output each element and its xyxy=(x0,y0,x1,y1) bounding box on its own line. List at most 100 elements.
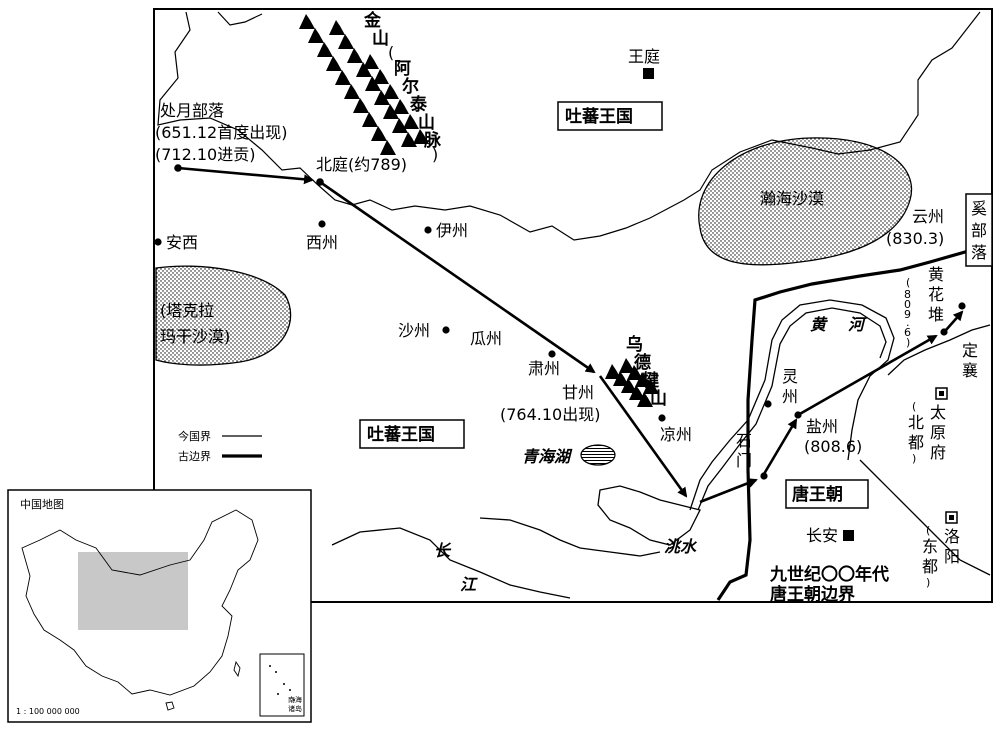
svg-text:0: 0 xyxy=(904,298,911,311)
feature-qinghai: 青海湖 xyxy=(522,447,573,466)
place-luoyang-note: ( 东 都 ) xyxy=(922,524,938,589)
svg-text:阿: 阿 xyxy=(394,59,411,79)
route-segment-3 xyxy=(598,375,688,498)
mountain-peak xyxy=(363,54,379,69)
svg-text:阳: 阳 xyxy=(944,547,960,566)
place-xi-tribe: 奚 部 落 xyxy=(971,199,987,262)
inset-china-outline xyxy=(21,509,259,696)
route-segment-7 xyxy=(945,310,964,331)
svg-text:8: 8 xyxy=(904,288,911,301)
place-shimen: 石 门 xyxy=(736,431,752,470)
mountain-peak xyxy=(371,126,387,141)
kingdom-tubo-south: 吐蕃王国 xyxy=(367,425,435,445)
feature-taklamakan-2: 玛干沙漠) xyxy=(160,327,230,346)
inset-hainan xyxy=(165,701,175,711)
mountain-peak xyxy=(403,114,419,129)
taklamakan-desert xyxy=(155,265,292,366)
svg-text:(: ( xyxy=(906,276,910,289)
place-taiyuan: 太 原 府 xyxy=(930,403,946,462)
frontier-note-1: 九世纪〇〇年代 xyxy=(769,564,889,585)
feature-jinshan: 金 山 xyxy=(363,10,389,49)
svg-text:堆: 堆 xyxy=(928,305,944,324)
place-chuyue: 处月部落 xyxy=(160,101,224,120)
tang-frontier xyxy=(716,242,991,601)
mountain-peak xyxy=(393,99,409,114)
place-yanzhou-date: (808.6) xyxy=(804,437,862,456)
yellow-river-bank xyxy=(697,307,887,511)
svg-text:都: 都 xyxy=(922,557,938,576)
place-liangzhou: 凉州 xyxy=(660,425,692,444)
mountain-peak xyxy=(308,28,324,43)
place-chuyue-tribute: (712.10进贡) xyxy=(155,145,255,164)
place-beiting: 北庭(约789) xyxy=(316,155,407,174)
svg-text:奚: 奚 xyxy=(971,199,987,218)
svg-text:定: 定 xyxy=(962,341,978,360)
modern-border-west xyxy=(217,11,263,26)
svg-text:北: 北 xyxy=(908,413,924,432)
hanhai-desert xyxy=(698,137,913,266)
mountain-peak xyxy=(299,14,315,29)
capital-markers xyxy=(643,68,958,541)
route-segment-1 xyxy=(177,166,314,185)
svg-text:尔: 尔 xyxy=(402,76,419,97)
place-guazhou: 瓜州 xyxy=(470,329,502,348)
svg-text:乌: 乌 xyxy=(626,334,643,355)
mountain-peak xyxy=(621,378,637,393)
legend-modern: 今国界 xyxy=(178,429,211,443)
place-ganzhou: 甘州 xyxy=(562,383,594,402)
place-suzhou: 肃州 xyxy=(528,359,560,378)
mountain-peak xyxy=(605,364,621,379)
svg-text:山: 山 xyxy=(418,113,435,133)
place-yunzhou: 云州 xyxy=(912,207,944,226)
tang-box xyxy=(785,479,869,509)
svg-text:9: 9 xyxy=(904,308,911,321)
mountain-peak xyxy=(392,118,408,133)
svg-text:山: 山 xyxy=(650,389,667,409)
svg-text:洛: 洛 xyxy=(944,527,960,546)
inset-islands xyxy=(269,665,295,701)
inset-taiwan xyxy=(233,660,241,678)
svg-text:太: 太 xyxy=(930,403,946,422)
city-markers xyxy=(154,164,966,480)
frontier-note-2: 唐王朝边界 xyxy=(770,584,855,605)
altai-mountains xyxy=(299,14,429,155)
mountain-peak xyxy=(637,392,653,407)
feature-yangtze: 长 江 xyxy=(434,541,478,594)
place-anxi: 安西 xyxy=(166,233,198,252)
svg-text:原: 原 xyxy=(930,423,946,442)
svg-text:(: ( xyxy=(388,43,394,62)
inset-islands-box xyxy=(259,653,305,717)
svg-text:都: 都 xyxy=(908,433,924,452)
mountain-peak xyxy=(326,56,342,71)
inset-map: 中国地图 1 : 100 000 000 南海 诸岛 xyxy=(7,489,312,723)
mountain-peak xyxy=(619,358,635,373)
kingdom-tang: 唐王朝 xyxy=(792,484,843,505)
mountain-peak xyxy=(338,34,354,49)
svg-text:花: 花 xyxy=(928,285,944,304)
svg-text:): ) xyxy=(906,336,910,349)
place-dingxiang: 定 襄 xyxy=(962,341,978,380)
svg-text:州: 州 xyxy=(782,387,798,406)
place-changan: 长安 xyxy=(806,526,838,545)
svg-text:江: 江 xyxy=(460,575,478,594)
mountain-peak xyxy=(401,132,417,147)
place-yanzhou: 盐州 xyxy=(806,417,838,436)
svg-text:(: ( xyxy=(912,400,916,413)
kingdom-tubo-north: 吐蕃王国 xyxy=(565,107,633,127)
mountain-peak xyxy=(374,90,390,105)
place-huanghuadui-date: ( 8 0 9 . 6 ) xyxy=(904,276,911,349)
mountain-peak xyxy=(329,20,345,35)
svg-text:泰: 泰 xyxy=(410,94,428,115)
svg-text:6: 6 xyxy=(904,326,911,339)
mountain-peak xyxy=(383,84,399,99)
coast-east xyxy=(887,324,991,376)
place-ganzhou-date: (764.10出现) xyxy=(500,405,600,424)
mountain-peak xyxy=(373,69,389,84)
qinghai-lake xyxy=(580,444,616,466)
feature-taoshui: 洮水 xyxy=(664,537,698,556)
tubo-south-box xyxy=(359,419,465,449)
inset-scale: 1 : 100 000 000 xyxy=(16,707,80,716)
mountain-peak xyxy=(629,385,645,400)
svg-text:(: ( xyxy=(926,524,930,537)
route-segment-4 xyxy=(699,478,758,504)
